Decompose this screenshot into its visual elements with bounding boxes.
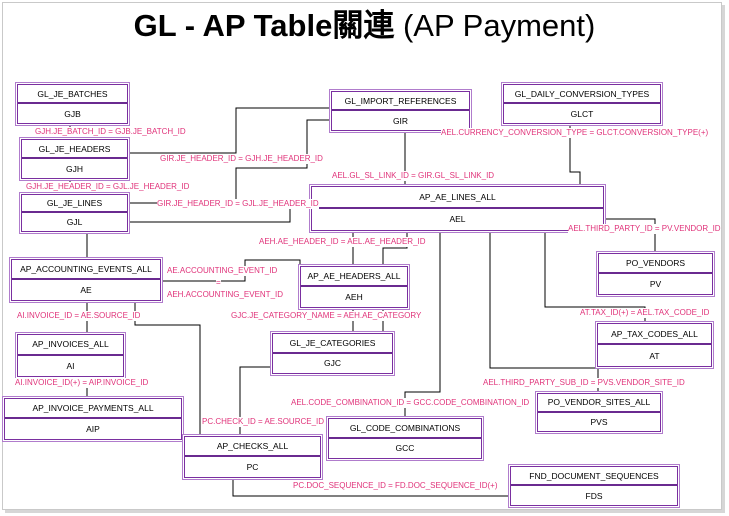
table-name: FND_DOCUMENT_SEQUENCES xyxy=(511,467,677,486)
table-alias: AE xyxy=(80,285,92,295)
table-name: AP_INVOICE_PAYMENTS_ALL xyxy=(5,399,181,419)
table-name: GL_JE_LINES xyxy=(22,195,127,213)
line-ael-pv xyxy=(603,218,656,253)
table-po-vendors[interactable]: PO_VENDORS PV xyxy=(598,253,713,295)
title-main: GL - AP Table關連 xyxy=(133,8,395,43)
line-ael-gcc xyxy=(404,230,441,417)
join-at-ael: AT.TAX_ID(+) = AEL.TAX_CODE_ID xyxy=(580,308,710,318)
table-ap-ae-headers-all[interactable]: AP_AE_HEADERS_ALL AEH xyxy=(300,266,408,308)
table-gl-je-categories[interactable]: GL_JE_CATEGORIES GJC xyxy=(272,333,393,374)
slide-frame xyxy=(2,2,722,510)
table-alias: PC xyxy=(246,462,259,472)
table-name: PO_VENDORS xyxy=(599,254,712,274)
table-alias: GCC xyxy=(395,443,415,454)
table-name: GL_JE_HEADERS xyxy=(22,140,127,159)
page-title: GL - AP Table關連 (AP Payment) xyxy=(0,6,729,46)
table-name: AP_INVOICES_ALL xyxy=(18,335,123,356)
title-sub: (AP Payment) xyxy=(402,8,596,43)
join-ael-gir: AEL.GL_SL_LINK_ID = GIR.GL_SL_LINK_ID xyxy=(332,171,495,181)
table-alias: GJC xyxy=(324,358,341,369)
join-ae-aeh-1: AE.ACCOUNTING_EVENT_ID xyxy=(167,266,278,276)
join-ael-gcc: AEL.CODE_COMBINATION_ID = GCC.CODE_COMBI… xyxy=(291,398,530,408)
table-name: AP_ACCOUNTING_EVENTS_ALL xyxy=(12,260,160,280)
table-ap-tax-codes-all[interactable]: AP_TAX_CODES_ALL AT xyxy=(597,323,712,367)
join-ael-pvs: AEL.THIRD_PARTY_SUB_ID = PVS.VENDOR_SITE… xyxy=(483,378,685,388)
join-gjh-gjb: GJH.JE_BATCH_ID = GJB.JE_BATCH_ID xyxy=(35,127,186,137)
table-alias: GJH xyxy=(66,163,83,174)
table-name: AP_AE_HEADERS_ALL xyxy=(301,267,407,287)
join-gjc-aeh: GJC.JE_CATEGORY_NAME = AEH.AE_CATEGORY xyxy=(231,311,422,321)
table-alias: AEH xyxy=(345,292,363,302)
table-po-vendor-sites-all[interactable]: PO_VENDOR_SITES_ALL PVS xyxy=(537,393,661,432)
table-name: GL_IMPORT_REFERENCES xyxy=(332,92,469,111)
table-alias: AEL xyxy=(449,214,466,225)
table-ap-invoice-payments-all[interactable]: AP_INVOICE_PAYMENTS_ALL AIP xyxy=(4,398,182,440)
table-name: GL_DAILY_CONVERSION_TYPES xyxy=(504,85,660,104)
table-name: AP_CHECKS_ALL xyxy=(185,437,320,457)
table-gl-je-lines[interactable]: GL_JE_LINES GJL xyxy=(21,194,128,232)
table-name: AP_TAX_CODES_ALL xyxy=(598,324,711,345)
table-ap-ae-lines-all[interactable]: AP_AE_LINES_ALL AEL xyxy=(311,186,604,231)
join-gir-gjh: GIR.JE_HEADER_ID = GJH.JE_HEADER_ID xyxy=(160,154,323,164)
table-alias: PVS xyxy=(590,416,608,427)
join-ai-aip: AI.INVOICE_ID(+) = AIP.INVOICE_ID xyxy=(15,378,149,388)
table-alias: GJL xyxy=(66,217,83,227)
table-ap-invoices-all[interactable]: AP_INVOICES_ALL AI xyxy=(17,334,124,377)
table-gl-je-headers[interactable]: GL_JE_HEADERS GJH xyxy=(21,139,128,179)
join-ael-glct: AEL.CURRENCY_CONVERSION_TYPE = GLCT.CONV… xyxy=(441,128,709,138)
table-name: PO_VENDOR_SITES_ALL xyxy=(538,394,660,413)
line-glct-ael xyxy=(569,123,581,187)
table-gl-code-combinations[interactable]: GL_CODE_COMBINATIONS GCC xyxy=(328,418,482,459)
table-name: AP_AE_LINES_ALL xyxy=(312,187,603,209)
table-name: GL_JE_CATEGORIES xyxy=(273,334,392,354)
table-ap-accounting-events-all[interactable]: AP_ACCOUNTING_EVENTS_ALL AE xyxy=(11,259,161,301)
join-aeh-ael: AEH.AE_HEADER_ID = AEL.AE_HEADER_ID xyxy=(259,237,426,247)
join-pc-fds: PC.DOC_SEQUENCE_ID = FD.DOC_SEQUENCE_ID(… xyxy=(293,481,498,491)
table-alias: FDS xyxy=(585,490,603,501)
table-alias: PV xyxy=(649,279,662,289)
table-alias: AIP xyxy=(86,424,100,434)
join-pc-ae: PC.CHECK_ID = AE.SOURCE_ID xyxy=(202,417,325,427)
table-alias: AT xyxy=(649,350,660,361)
join-ae-aeh-eq: = xyxy=(216,278,221,288)
join-gjh-gjl: GJH.JE_HEADER_ID = GJL.JE_HEADER_ID xyxy=(26,182,190,192)
table-gl-je-batches[interactable]: GL_JE_BATCHES GJB xyxy=(17,84,128,124)
table-name: GL_CODE_COMBINATIONS xyxy=(329,419,481,439)
line-pc-fds xyxy=(232,477,509,497)
table-alias: GJB xyxy=(64,108,81,119)
table-gl-import-references[interactable]: GL_IMPORT_REFERENCES GIR xyxy=(331,91,470,131)
join-ael-pv: AEL.THIRD_PARTY_ID = PV.VENDOR_ID xyxy=(568,224,721,234)
table-alias: GIR xyxy=(392,115,409,126)
table-gl-daily-conversion-types[interactable]: GL_DAILY_CONVERSION_TYPES GLCT xyxy=(503,84,661,124)
join-ai-ae: AI.INVOICE_ID = AE.SOURCE_ID xyxy=(17,311,141,321)
table-fnd-document-sequences[interactable]: FND_DOCUMENT_SEQUENCES FDS xyxy=(510,466,678,506)
table-ap-checks-all[interactable]: AP_CHECKS_ALL PC xyxy=(184,436,321,478)
table-alias: AI xyxy=(66,360,75,371)
table-alias: GLCT xyxy=(570,108,594,119)
join-ae-aeh-2: AEH.ACCOUNTING_EVENT_ID xyxy=(167,290,284,300)
line-gir-gjh xyxy=(129,107,332,154)
join-gir-gjl: GIR.JE_HEADER_ID = GJL.JE_HEADER_ID xyxy=(157,199,319,209)
table-name: GL_JE_BATCHES xyxy=(18,85,127,104)
